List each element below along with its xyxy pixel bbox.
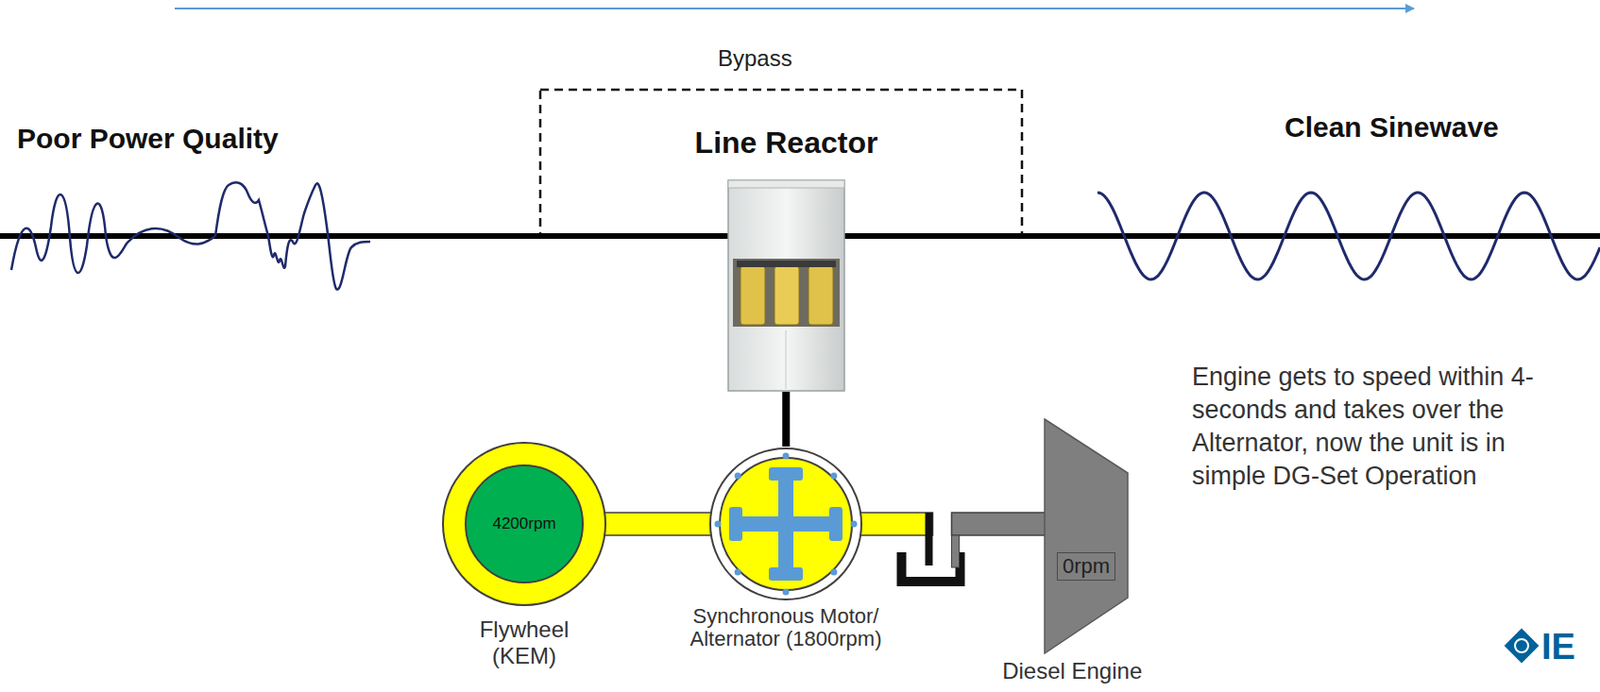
distorted-waveform (11, 182, 371, 290)
note-text: Engine gets to speed within 4-seconds an… (1191, 360, 1542, 494)
connector (785, 391, 787, 447)
flywheel: 4200rpmFlywheel (KEM) (441, 441, 608, 608)
speed-value: 0rpm (1056, 552, 1116, 581)
output-label: Clean Sinewave (1284, 111, 1499, 144)
logo-text: IE (1541, 627, 1576, 668)
component-label: Synchronous Motor/ Alternator (1800rpm) (686, 605, 886, 651)
line-reactor: Line Reactor (727, 179, 846, 392)
input-label: Poor Power Quality (17, 122, 279, 155)
connector (603, 512, 713, 536)
engine-drawing (1043, 418, 1129, 655)
logo-emblem (1514, 639, 1529, 653)
flow-arrow (174, 7, 1414, 10)
clean-sinewave (1097, 192, 1600, 280)
component-label: Flywheel (KEM) (462, 616, 586, 670)
motor-drawing (708, 446, 864, 602)
component-title: Line Reactor (695, 125, 879, 161)
component-label: Diesel Engine (1002, 658, 1142, 685)
synchronous-machine: Synchronous Motor/ Alternator (1800rpm) (708, 446, 864, 602)
bypass-label: Bypass (717, 45, 793, 72)
reactor-cabinet (727, 179, 846, 392)
diesel-engine: 0rpmDiesel Engine (1043, 418, 1129, 655)
speed-value: 4200rpm (492, 514, 556, 534)
connector (859, 512, 1046, 587)
logo-diamond (1504, 629, 1540, 664)
